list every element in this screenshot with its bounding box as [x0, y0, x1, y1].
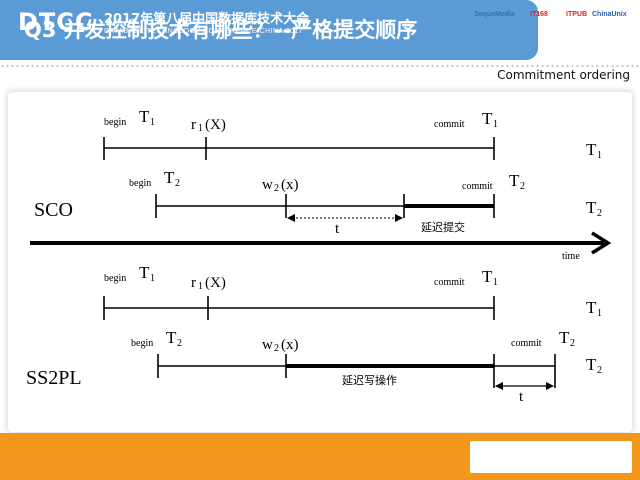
ss2pl-t1-commit-word: commit: [434, 277, 465, 288]
ss2pl-t2-commit-word: commit: [511, 338, 542, 349]
ss2pl-t1-begin-sub: 1: [150, 273, 155, 284]
sco-t1-begin-word: begin: [104, 117, 126, 128]
dtcc-logo: DTCC: [18, 8, 94, 36]
dotted-separator: [0, 64, 640, 68]
sponsor-logos: [470, 441, 632, 473]
sco-t2-begin-sub: 2: [175, 178, 180, 189]
sco-t1-begin-t: T: [139, 107, 150, 126]
ss2pl-t1-read-sub: 1: [198, 281, 203, 292]
ss2pl-t2-row-sub: 2: [597, 365, 602, 376]
sco-t2-commit-sub: 2: [520, 181, 525, 192]
footer-conference-subtitle: DATABASE TECHNOLOGY CONFERENCE CHINA 201…: [104, 28, 304, 35]
sco-t1-row-sub: 1: [597, 150, 602, 161]
sco-t2-write-sub: 2: [274, 183, 279, 194]
ss2pl-t2-write-sub: 2: [274, 343, 279, 354]
sco-t2-begin-word: begin: [129, 178, 151, 189]
ss2pl-t2-row-t: T: [586, 355, 597, 374]
ss2pl-t2-timeline: [157, 354, 556, 388]
sco-t2-write-arg: (x): [281, 177, 299, 193]
title-bar: [0, 0, 538, 60]
sponsor-it168-logo: IT168: [530, 11, 548, 18]
ss2pl-t1-row-sub: 1: [597, 308, 602, 319]
time-axis: [30, 231, 612, 255]
sco-label: SCO: [34, 199, 73, 221]
ss2pl-t2-commit-t: T: [559, 328, 570, 347]
sponsor-chinaunix-logo: ChinaUnix: [592, 11, 627, 18]
sco-t1-commit-sub: 1: [493, 119, 498, 130]
sponsor-sequemedia-logo: SequeMedia: [474, 11, 515, 18]
ss2pl-t2-begin-sub: 2: [177, 338, 182, 349]
ss2pl-interval-label: t: [519, 389, 524, 405]
sco-t1-read-arg: (X): [205, 117, 226, 133]
sco-delay-label: 延迟提交: [421, 220, 465, 234]
sco-t1-read-op: r: [191, 117, 196, 133]
sco-t1-commit-t: T: [482, 109, 493, 128]
sco-t1-commit-word: commit: [434, 119, 465, 130]
sco-interval-label: t: [335, 221, 340, 237]
ss2pl-t1-commit-sub: 1: [493, 277, 498, 288]
ss2pl-t2-begin-word: begin: [131, 338, 153, 349]
ss2pl-t1-row-t: T: [586, 298, 597, 317]
sco-t2-begin-t: T: [164, 168, 175, 187]
ss2pl-t1-timeline: [103, 296, 495, 320]
ss2pl-delay-label: 延迟写操作: [342, 373, 397, 387]
sco-t2-commit-t: T: [509, 171, 520, 190]
ss2pl-t1-begin-word: begin: [104, 273, 126, 284]
ss2pl-t1-read-op: r: [191, 275, 196, 291]
ss2pl-t2-commit-sub: 2: [570, 338, 575, 349]
slide-subtitle: Commitment ordering: [497, 68, 630, 82]
sponsor-itpub-logo: ITPUB: [566, 11, 587, 18]
sco-t1-timeline: [103, 137, 495, 160]
sco-t2-row-t: T: [586, 198, 597, 217]
ss2pl-t2-begin-t: T: [166, 328, 177, 347]
sco-t1-begin-sub: 1: [150, 117, 155, 128]
ss2pl-label: SS2PL: [26, 367, 82, 389]
ss2pl-t1-begin-t: T: [139, 263, 150, 282]
ss2pl-t2-write-op: w: [262, 337, 273, 353]
sco-t2-timeline: [155, 194, 495, 218]
ss2pl-t1-commit-t: T: [482, 267, 493, 286]
sco-t1-row-t: T: [586, 140, 597, 159]
time-axis-label: time: [562, 251, 580, 262]
sco-t2-write-op: w: [262, 177, 273, 193]
sco-t2-commit-word: commit: [462, 181, 493, 192]
footer-conference-title: 2017年第八届中国数据库技术大会: [104, 12, 310, 27]
ss2pl-t1-read-arg: (X): [205, 275, 226, 291]
slide-title: Q3 并发控制技术有哪些？--严格提交顺序: [24, 18, 418, 42]
ss2pl-t2-write-arg: (x): [281, 337, 299, 353]
sco-t1-read-sub: 1: [198, 123, 203, 134]
sco-t2-row-sub: 2: [597, 208, 602, 219]
